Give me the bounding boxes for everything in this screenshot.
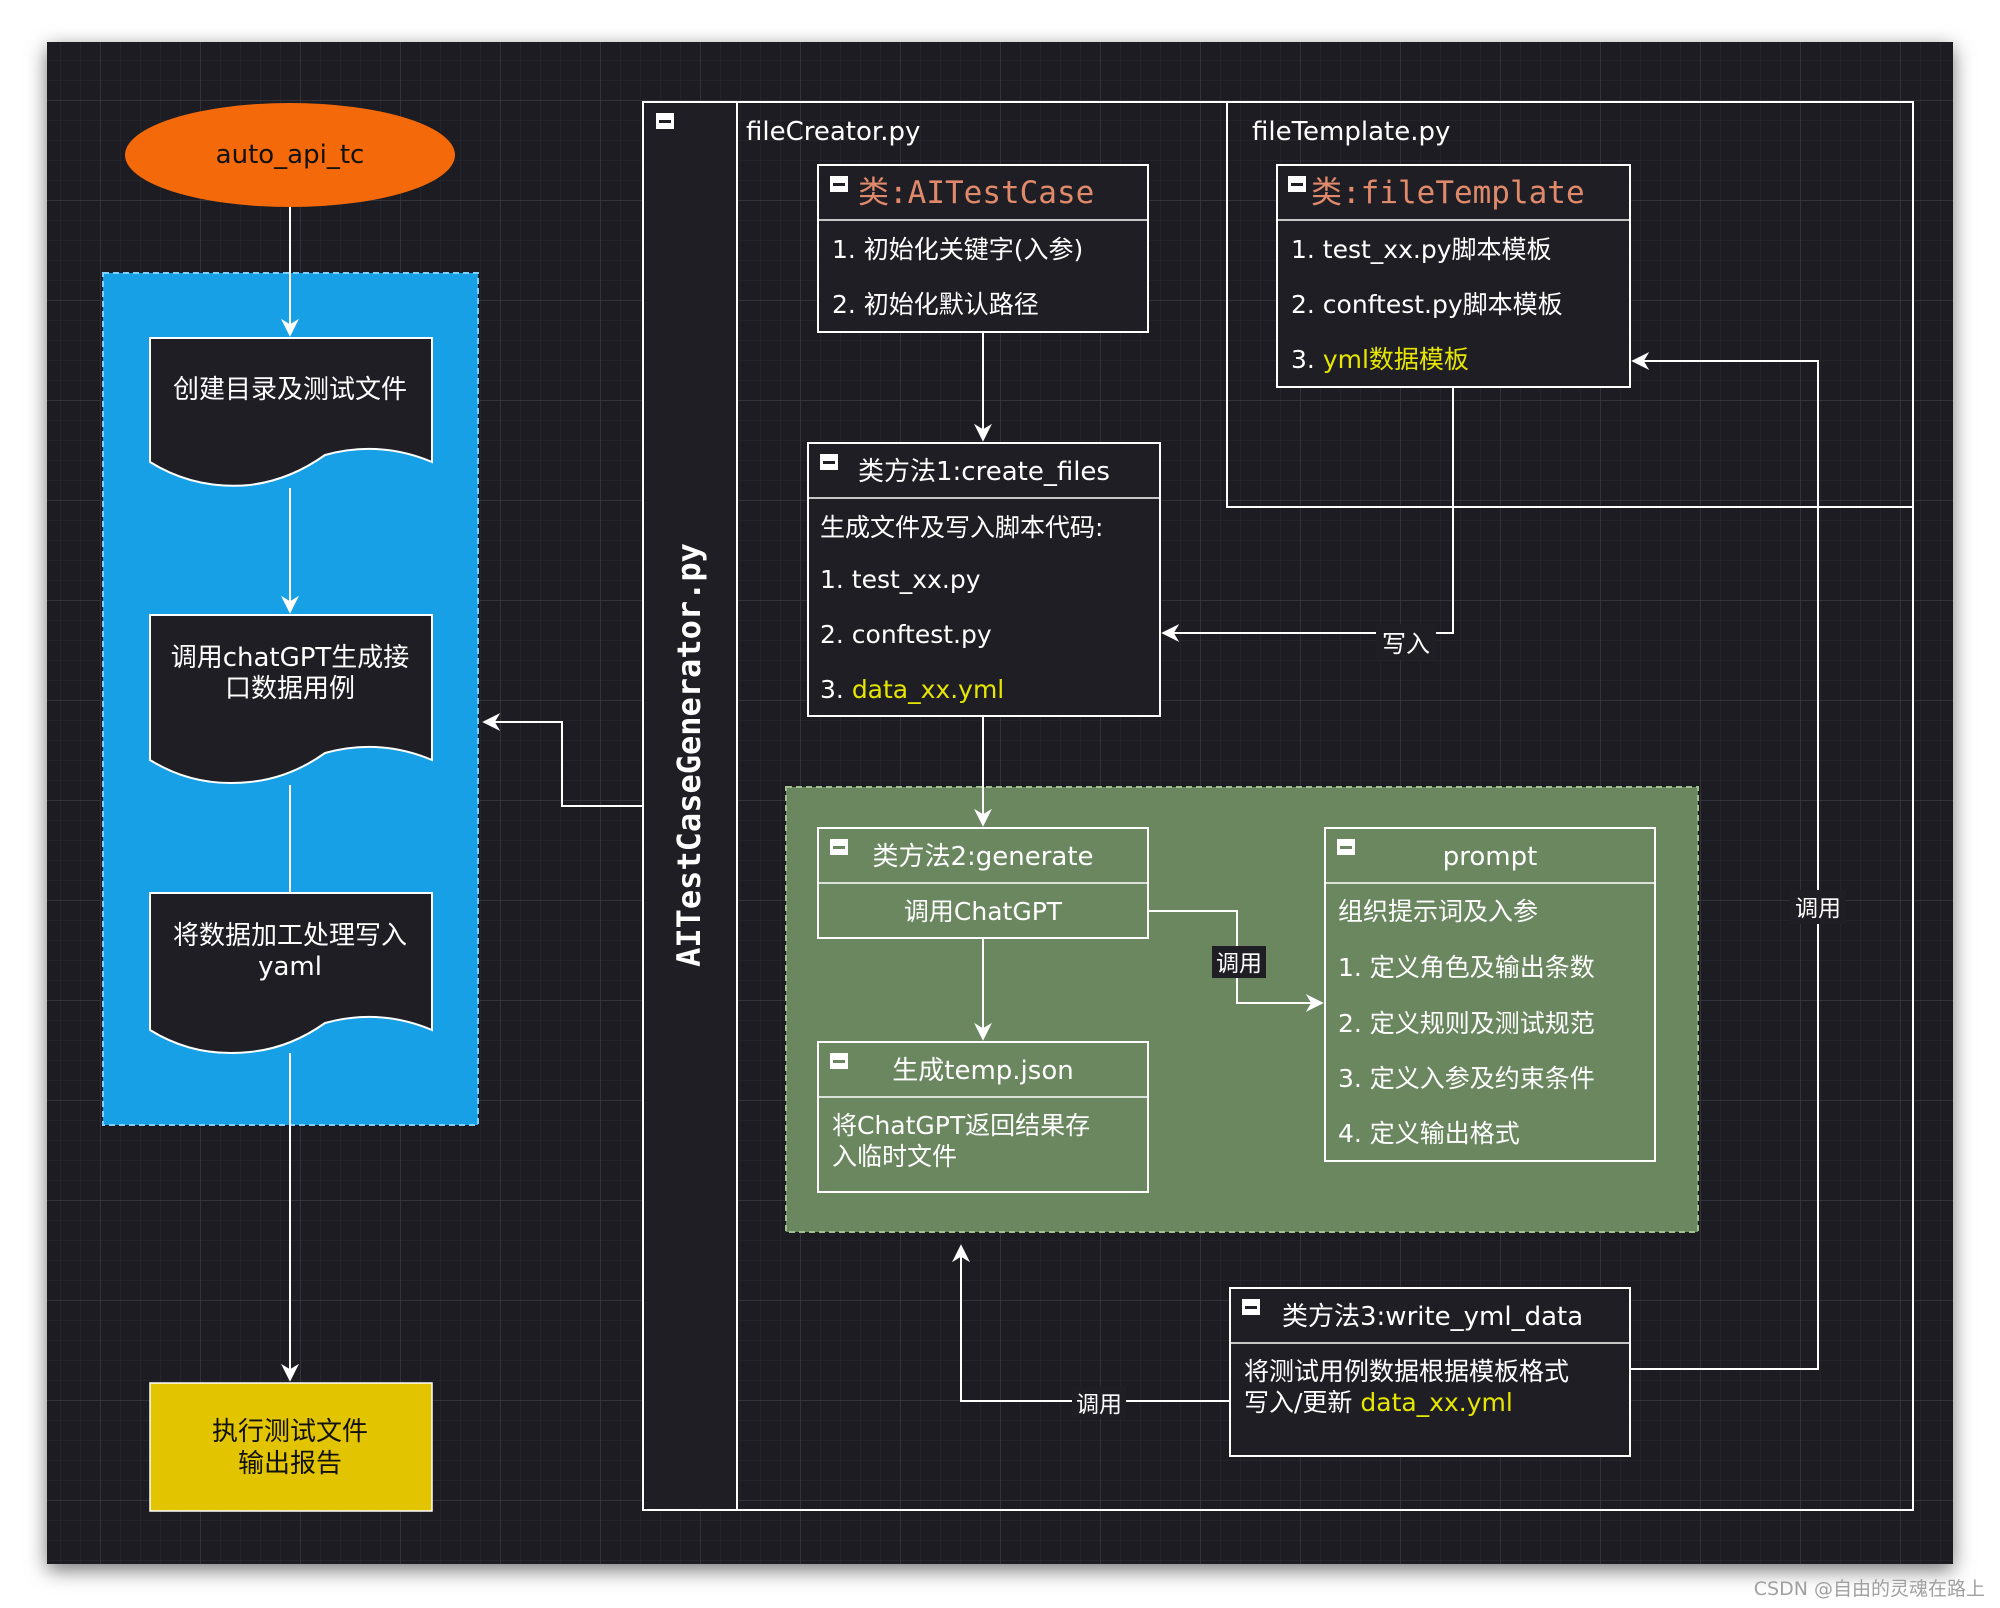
class-aitestcase-item: 2. 初始化默认路径 (832, 290, 1039, 319)
method-create-files-collapse-icon[interactable] (820, 454, 838, 470)
step2-label-line2: 口数据用例 (225, 674, 355, 704)
temp-json-body-line2: 入临时文件 (832, 1142, 957, 1171)
prompt-item: 4. 定义输出格式 (1338, 1119, 1520, 1148)
prompt-box[interactable] (1324, 827, 1656, 1162)
step3-label-line2: yaml (258, 952, 322, 982)
class-filetemplate-collapse-icon[interactable] (1288, 176, 1306, 192)
temp-json-body-line1: 将ChatGPT返回结果存 (832, 1111, 1090, 1140)
watermark: CSDN @自由的灵魂在路上 (1754, 1578, 1985, 1600)
method-create-files-subtitle: 生成文件及写入脚本代码: (820, 513, 1103, 542)
prompt-item: 3. 定义入参及约束条件 (1338, 1064, 1595, 1093)
method-generate-collapse-icon[interactable] (830, 839, 848, 855)
prompt-collapse-icon[interactable] (1337, 839, 1355, 855)
method-write-title: 类方法3:write_yml_data (1282, 1302, 1583, 1332)
file-template-label: fileTemplate.py (1252, 117, 1450, 147)
step1-label: 创建目录及测试文件 (173, 375, 407, 405)
edge-label-call-write: 调用 (1076, 1392, 1122, 1418)
prompt-item: 组织提示词及入参 (1338, 897, 1538, 926)
class-aitestcase-collapse-icon[interactable] (830, 176, 848, 192)
method-create-files-item3: 3. data_xx.yml (820, 675, 1004, 704)
connector-write-to-template (1630, 352, 1819, 1370)
file-creator-label: fileCreator.py (746, 117, 920, 147)
class-filetemplate-item3: 3. yml数据模板 (1291, 345, 1469, 374)
module-collapse-icon[interactable] (656, 113, 674, 129)
step2-document[interactable] (149, 614, 433, 785)
method-write-yml-data[interactable] (1229, 1287, 1631, 1457)
prompt-item: 2. 定义规则及测试规范 (1338, 1009, 1595, 1038)
method-write-body-line1: 将测试用例数据根据模板格式 (1244, 1357, 1569, 1386)
end-label-line1: 执行测试文件 (212, 1417, 368, 1447)
class-filetemplate-title: 类:fileTemplate (1311, 175, 1585, 211)
edge-label-call-template: 调用 (1795, 896, 1841, 922)
temp-json-title: 生成temp.json (892, 1056, 1073, 1086)
method-create-files[interactable] (807, 442, 1161, 717)
end-label-line2: 输出报告 (238, 1449, 342, 1479)
edge-label-write: 写入 (1382, 630, 1430, 658)
step3-label-line1: 将数据加工处理写入 (173, 921, 407, 951)
method-generate-title: 类方法2:generate (872, 842, 1093, 872)
temp-json-collapse-icon[interactable] (830, 1053, 848, 1069)
start-oval[interactable] (125, 103, 455, 207)
method-create-files-item1: 1. test_xx.py (820, 565, 981, 594)
step2-label-line1: 调用chatGPT生成接 (171, 643, 410, 673)
connector-write-to-panel (952, 1244, 1230, 1402)
method-write-body-line2: 写入/更新 data_xx.yml (1244, 1388, 1513, 1417)
class-aitestcase-item: 1. 初始化关键字(入参) (832, 235, 1083, 264)
step1-document[interactable] (149, 337, 433, 487)
class-aitestcase[interactable] (817, 164, 1149, 333)
class-filetemplate-item2: 2. conftest.py脚本模板 (1291, 290, 1563, 319)
class-aitestcase-title: 类:AITestCase (858, 175, 1094, 211)
connector-template-to-create (1161, 387, 1454, 642)
method-generate-body: 调用ChatGPT (904, 897, 1063, 926)
class-filetemplate[interactable] (1276, 164, 1631, 388)
method-write-collapse-icon[interactable] (1242, 1299, 1260, 1315)
file-template-container (1226, 102, 1913, 508)
module-header (642, 101, 738, 1511)
temp-json-box[interactable] (817, 1041, 1149, 1193)
start-label: auto_api_tc (216, 140, 365, 170)
edge-label-call-generate: 调用 (1216, 951, 1262, 977)
method-create-files-item2: 2. conftest.py (820, 620, 992, 649)
step3-document[interactable] (149, 892, 433, 1055)
prompt-item: 1. 定义角色及输出条数 (1338, 953, 1595, 982)
class-filetemplate-item1: 1. test_xx.py脚本模板 (1291, 235, 1552, 264)
module-name: AITestCaseGenerator.py (670, 543, 708, 967)
prompt-title: prompt (1443, 842, 1538, 872)
end-box[interactable] (149, 1382, 433, 1512)
generate-panel (785, 786, 1699, 1233)
method-create-files-title: 类方法1:create_files (858, 457, 1110, 487)
connector-module-to-flow (482, 713, 643, 807)
